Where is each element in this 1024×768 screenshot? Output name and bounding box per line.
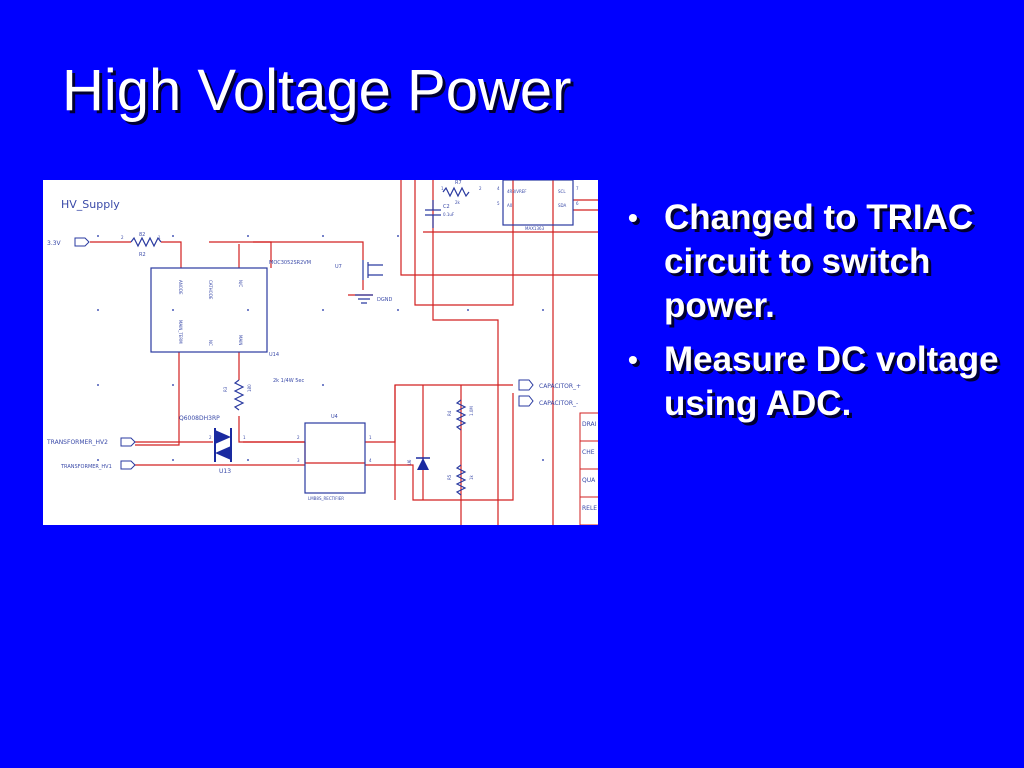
c2-ref: C2 (443, 204, 450, 210)
r3-ref: R3 (223, 386, 228, 392)
bullet-text: Measure DC voltage using ADC. (664, 340, 999, 423)
table-row-label: CHE (582, 449, 595, 456)
diode-u6 (416, 457, 430, 470)
pin-number: 1 (369, 435, 372, 440)
pin-number: 3 (297, 458, 300, 463)
triac-part: Q6008DH3RP (179, 415, 220, 422)
connector-capacitor-pos (518, 379, 534, 391)
pin-number: 2 (297, 435, 300, 440)
net-label-transformer-hv1: TRANSFORMER_HV1 (60, 464, 112, 470)
u14-pin-cathode: CATHODE (208, 280, 213, 300)
net-label-dgnd: DGND (377, 297, 392, 303)
bullet-dot-icon: • (628, 344, 638, 375)
bullet-dot-icon: • (628, 202, 638, 233)
r5-value: 1k (469, 474, 474, 480)
resistor-r7 (442, 186, 470, 198)
adc-pin-vref: 4R3/VREF (507, 189, 527, 194)
resistor-note: 2k 1/4W 5ec (273, 378, 305, 384)
u14-pin-nc: N/C (238, 280, 243, 287)
net-label-capacitor-pos: CAPACITOR_+ (539, 383, 581, 390)
net-label-3v3: 3.3V (47, 240, 62, 247)
r7-ref: R7 (455, 180, 462, 186)
pin-number: 4 (369, 458, 372, 463)
slide-title: High Voltage Power (62, 58, 572, 123)
pin-number: 1 (243, 435, 246, 440)
connector-transformer-hv1 (120, 460, 136, 470)
grid-dots (97, 235, 544, 461)
r2-ref: R2 (139, 252, 146, 258)
capacitor-c2 (425, 200, 441, 228)
pin-number: 7 (576, 186, 579, 191)
r4-value: 1.0M (469, 406, 474, 416)
pin-number: 1 (441, 186, 444, 191)
pin-number: 5 (497, 201, 500, 206)
title-block-table (579, 412, 598, 525)
table-row-label: RELE (582, 505, 597, 512)
net-label-capacitor-neg: CAPACITOR_- (539, 400, 578, 407)
wires (90, 180, 598, 525)
r7-value: 2k (455, 200, 461, 205)
u14-pin-main-term: MAIN_TERM (178, 320, 183, 344)
pin-number: 6 (576, 201, 579, 206)
net-connectors (74, 237, 534, 470)
components (130, 180, 574, 496)
connector-3v3 (74, 237, 90, 247)
triac-ref: U13 (219, 468, 231, 475)
connector-transformer-hv2 (120, 437, 136, 447)
rectifier-u4-body (304, 422, 366, 494)
u7-ref: U7 (335, 264, 342, 270)
adc-pin-a0: A0 (507, 203, 513, 208)
pin-number: 2 (479, 186, 482, 191)
optocoupler-u14-body (150, 267, 268, 353)
adc-pin-scl: SCL (558, 189, 566, 194)
triac-u13 (214, 428, 232, 462)
bullet-item: • Measure DC voltage using ADC. (622, 338, 1012, 426)
resistor-r3 (233, 379, 245, 411)
c2-value: 0.1uF (443, 212, 455, 217)
resistor-r4 (455, 399, 467, 431)
adc-part: MAX1363 (525, 226, 545, 231)
connector-capacitor-neg (518, 395, 534, 407)
pin-number: 2 (121, 235, 124, 240)
table-row-label: DRAI (582, 421, 597, 428)
transistor-u7 (362, 260, 383, 280)
rectifier-ref: U4 (331, 414, 338, 420)
rectifier-part: LMB8S_RECTIFIER (308, 496, 344, 501)
pin-number: 2 (209, 435, 212, 440)
bullet-list: • Changed to TRIAC circuit to switch pow… (622, 196, 1012, 436)
u14-pin-anode: ANODE (178, 280, 183, 295)
r4-ref: R4 (447, 410, 452, 416)
r3-value: 180 (247, 384, 252, 392)
schematic-diagram: HV_Supply 3.3V TRANSFORMER_HV2 TRANSFORM… (43, 180, 598, 525)
adc-chip-body (502, 180, 574, 226)
bullet-text: Changed to TRIAC circuit to switch power… (664, 198, 974, 325)
u14-pin-main: MAIN (238, 335, 243, 345)
bullet-item: • Changed to TRIAC circuit to switch pow… (622, 196, 1012, 328)
pin-number: 4 (497, 186, 500, 191)
net-label-transformer-hv2: TRANSFORMER_HV2 (46, 439, 108, 446)
r5-ref: R5 (447, 474, 452, 480)
schematic-svg: HV_Supply 3.3V TRANSFORMER_HV2 TRANSFORM… (46, 180, 598, 525)
u6-ref: U6 (407, 459, 412, 465)
pin-number: 1 (158, 235, 161, 240)
dgnd-symbol (355, 294, 373, 304)
u14-ref: U14 (269, 352, 279, 358)
r2-value: 82 (139, 232, 145, 238)
sheet-title: HV_Supply (61, 198, 120, 211)
resistor-r2 (130, 236, 162, 248)
u14-part: MOC3052SR2VM (269, 260, 311, 266)
adc-pin-sda: SDA (558, 203, 567, 208)
resistor-r5 (455, 464, 467, 496)
table-row-label: QUA (582, 477, 596, 484)
u14-pin-nc2: NC (208, 340, 213, 346)
